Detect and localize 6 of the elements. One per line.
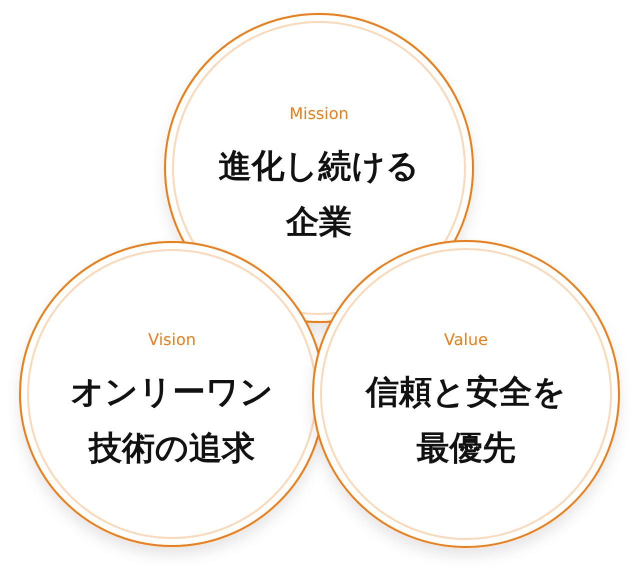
heading: Mission xyxy=(289,104,349,124)
statement: オンリーワン技術の追求 xyxy=(69,371,274,469)
statement: 進化し続ける企業 xyxy=(217,145,420,243)
heading: Vision xyxy=(148,330,196,350)
heading: Value xyxy=(444,330,488,350)
statement: 信頼と安全を最優先 xyxy=(364,371,567,469)
